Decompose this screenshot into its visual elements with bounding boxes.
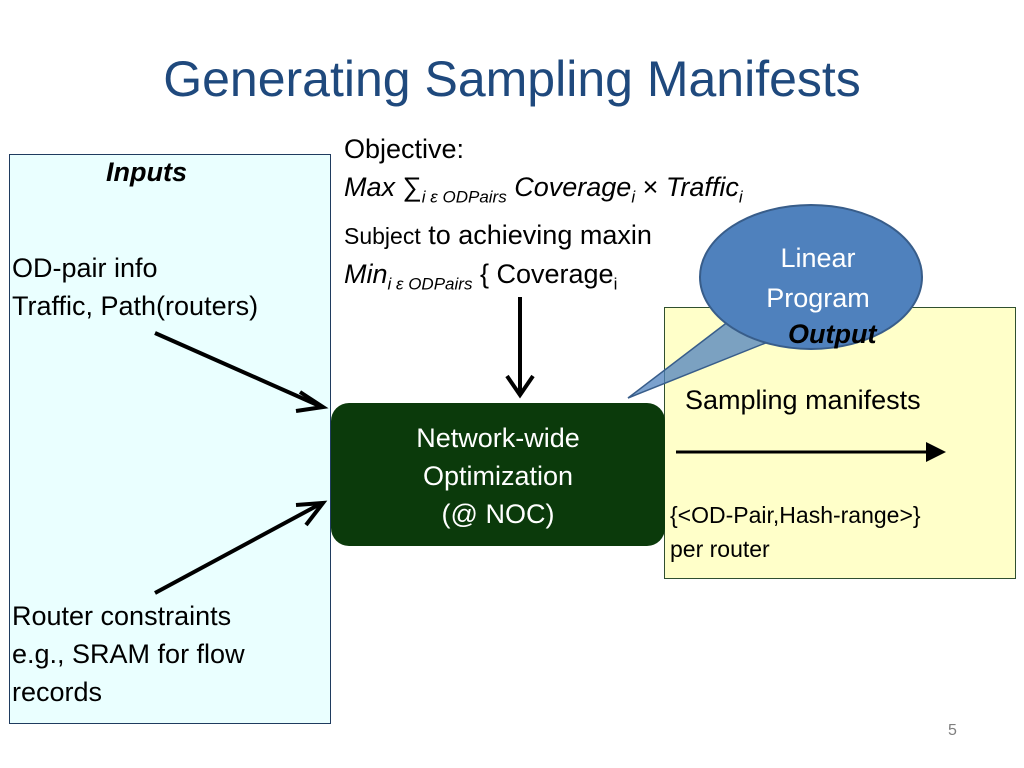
records-line: records — [12, 677, 103, 707]
router-constraints-line: Router constraints — [12, 601, 232, 631]
callout-line-1: Linear — [780, 243, 856, 273]
linear-program-callout — [699, 204, 923, 350]
traffic-path-line: Traffic, Path(routers) — [12, 291, 259, 321]
network-wide-optimization-box: Network-wide Optimization (@ NOC) — [331, 403, 665, 546]
callout-text: Linear Program — [730, 238, 906, 318]
subject-word: Subject — [344, 223, 421, 250]
sum-index-set: i ε ODPairs — [421, 187, 507, 207]
objective-block: Objective: Max ∑i ε ODPairs Coveragei × … — [344, 130, 743, 304]
coverage-subscript: i — [631, 187, 636, 207]
sampling-manifests-label: Sampling manifests — [685, 385, 921, 415]
min-index-set: i ε ODPairs — [387, 274, 473, 294]
od-pair-info: OD-pair info Traffic, Path(routers) — [12, 249, 258, 325]
output-tuple: {<OD-Pair,Hash-range>} per router — [670, 498, 921, 566]
subject-rest: to achieving maxin — [428, 220, 652, 251]
od-hash-range: {<OD-Pair,Hash-range>} — [670, 502, 921, 528]
od-arrow-shaft — [154, 331, 323, 409]
callout-line-2: Program — [766, 283, 870, 313]
slide-title: Generating Sampling Manifests — [163, 51, 861, 107]
times-symbol: × — [642, 172, 659, 202]
objective-formula: Max ∑i ε ODPairs Coveragei × Traffici — [344, 168, 743, 216]
router-constraints: Router constraints e.g., SRAM for flow r… — [12, 597, 245, 711]
center-line-2: Optimization — [422, 461, 574, 491]
sram-line: e.g., SRAM for flow — [12, 639, 245, 669]
output-arrow-head — [926, 442, 946, 462]
inputs-heading: Inputs — [106, 157, 187, 187]
per-router: per router — [670, 536, 770, 562]
min-line: Mini ε ODPairs { Coveragei — [344, 255, 743, 303]
max-word: Max — [344, 172, 396, 202]
subject-line: Subject to achieving maxin — [344, 216, 743, 255]
min-word: Min — [344, 259, 388, 290]
od-arrow-head — [295, 390, 329, 413]
inputs-panel — [9, 154, 331, 724]
output-heading: Output — [788, 319, 877, 349]
objective-label: Objective: — [344, 134, 465, 164]
min-coverage: { Coverage — [479, 259, 614, 290]
traffic-subscript: i — [738, 187, 743, 207]
router-arrow-shaft — [154, 501, 323, 595]
od-pair-line: OD-pair info — [12, 253, 158, 283]
min-coverage-subscript: i — [613, 274, 618, 294]
center-line-3: (@ NOC) — [441, 499, 555, 529]
center-line-1: Network-wide — [416, 423, 580, 453]
router-arrow-head — [295, 500, 328, 527]
traffic-term: Traffic — [665, 172, 739, 202]
coverage-term: Coverage — [514, 172, 632, 202]
sum-symbol: ∑ — [402, 172, 422, 202]
page-number: 5 — [948, 722, 957, 739]
objective-arrow-head — [505, 374, 535, 399]
